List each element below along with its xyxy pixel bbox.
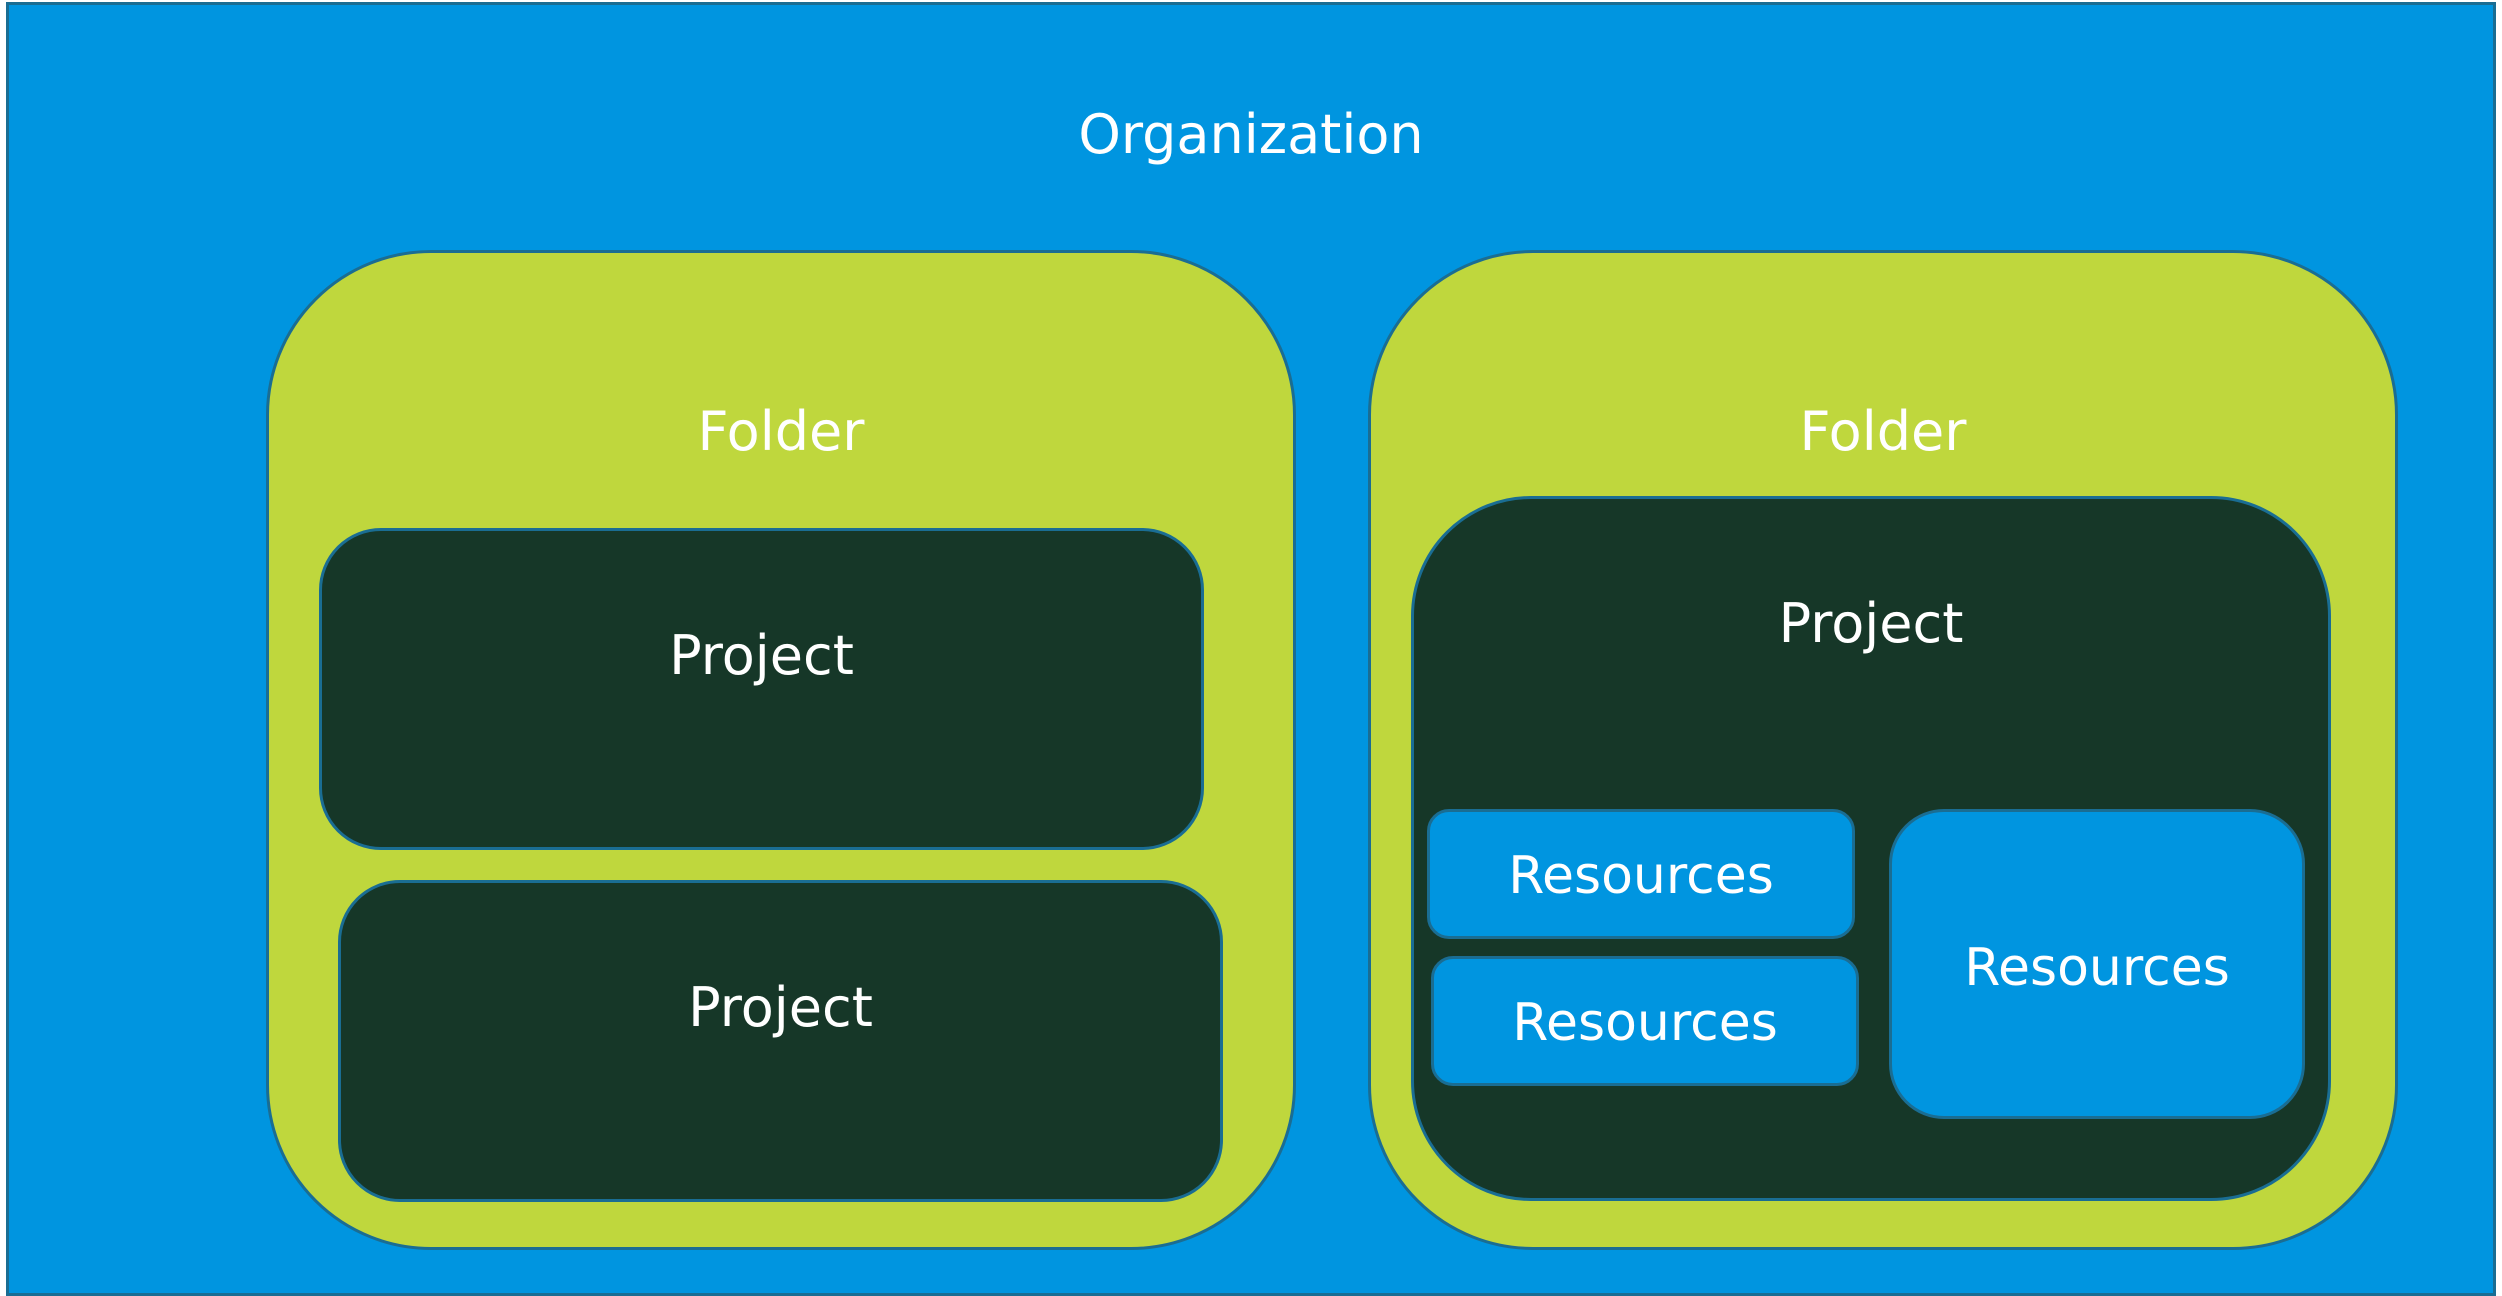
folder-label: Folder [1799, 400, 1967, 463]
resources-label: Resources [1964, 938, 2230, 998]
project-label: Project [669, 624, 854, 687]
folder-label: Folder [697, 400, 865, 463]
organization-label: Organization [1078, 103, 1424, 166]
resources-box: Resources [1431, 956, 1859, 1086]
resources-box: Resources [1427, 809, 1855, 939]
project-box: Project [338, 880, 1223, 1202]
project-label: Project [688, 976, 873, 1039]
project-label: Project [1778, 592, 1964, 655]
folder-right: Folder Project Resources Resources Resou… [1368, 250, 2398, 1250]
resources-box: Resources [1889, 809, 2305, 1119]
organization-container: Organization Folder Project Project Fold… [6, 2, 2496, 1296]
project-box: Project Resources Resources Resources [1411, 496, 2331, 1201]
resources-label: Resources [1512, 993, 1778, 1053]
resources-label: Resources [1508, 846, 1774, 906]
folder-left: Folder Project Project [266, 250, 1296, 1250]
project-box: Project [319, 528, 1204, 850]
